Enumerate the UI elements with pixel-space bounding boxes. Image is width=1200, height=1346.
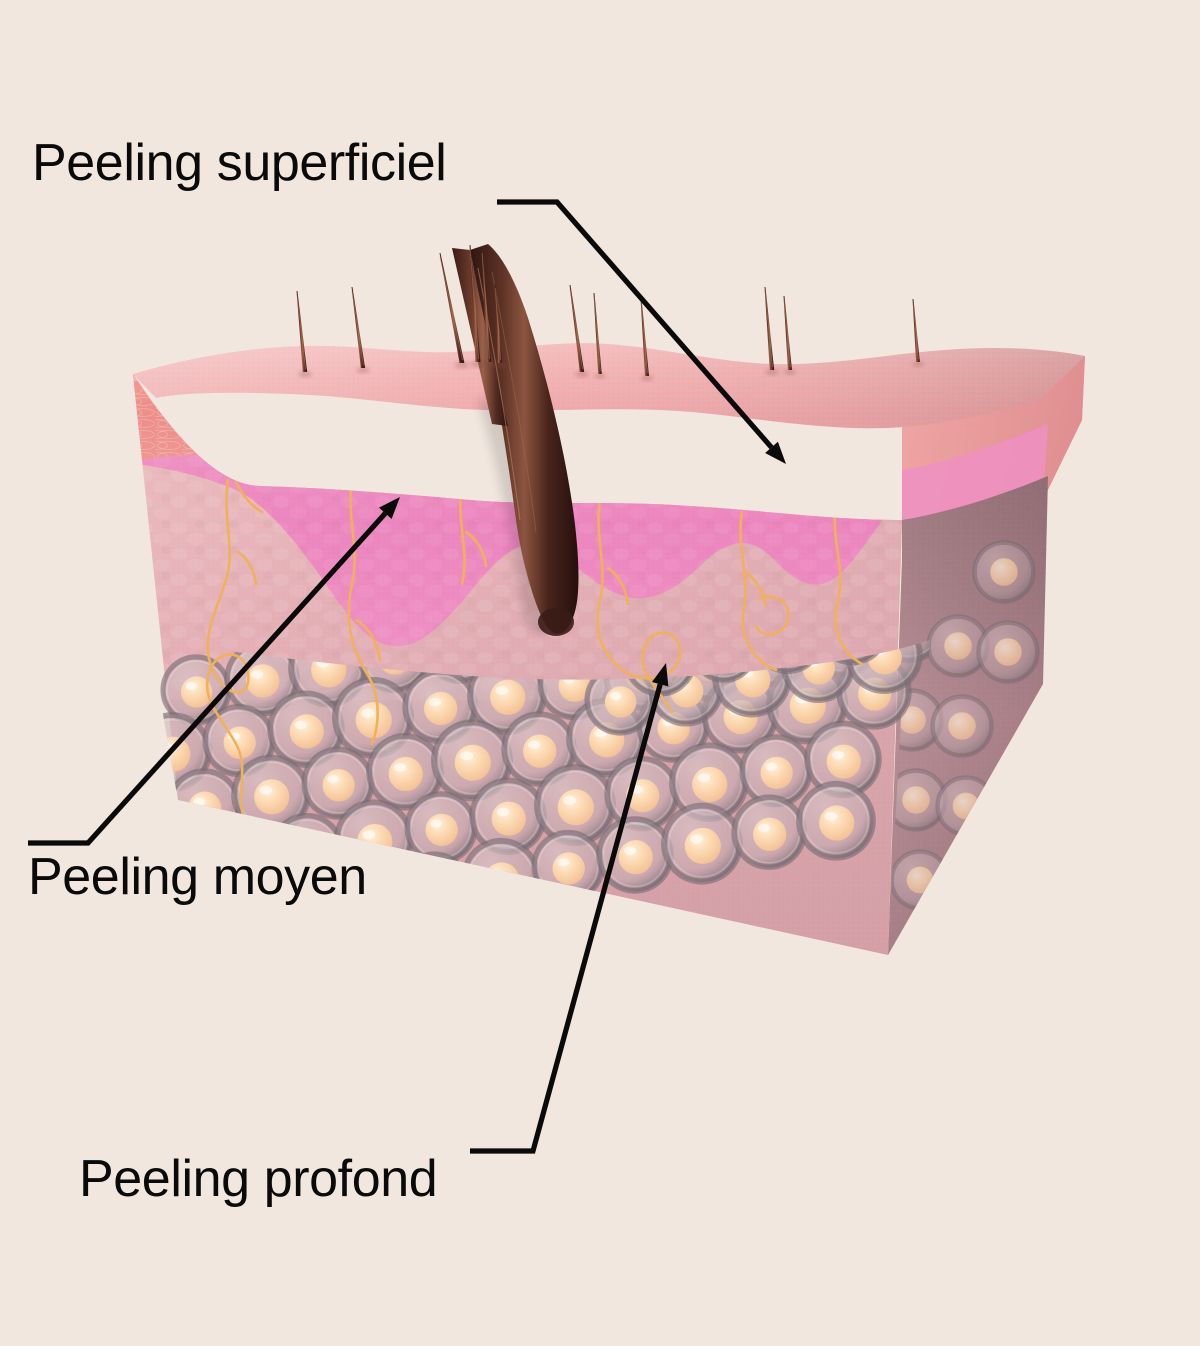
fat-cell (796, 780, 876, 861)
label-peeling-moyen: Peeling moyen (28, 848, 367, 906)
fat-cell (661, 802, 743, 885)
hair (912, 299, 924, 367)
hair (593, 293, 606, 379)
hair (783, 296, 796, 375)
hair (493, 284, 507, 369)
hair (481, 249, 496, 368)
leader-superficiel (497, 199, 786, 464)
label-peeling-superficiel: Peeling superficiel (32, 134, 447, 192)
hair (764, 287, 779, 376)
fat-cell (431, 719, 513, 802)
arrowhead-superficiel (765, 441, 786, 464)
leader-lines (28, 199, 786, 1154)
surface-hairs (296, 245, 924, 381)
fat-cell (804, 720, 882, 799)
hair (569, 285, 589, 378)
fat-cell (731, 794, 807, 870)
hair (439, 253, 470, 369)
fat-cell (596, 816, 674, 894)
label-peeling-profond: Peeling profond (79, 1150, 438, 1208)
fat-cell-side (930, 694, 994, 758)
hair (351, 287, 370, 374)
fat-cell-side (926, 614, 990, 678)
skin-surface-top-face (133, 343, 1085, 429)
leader-moyen (28, 497, 400, 846)
hair (640, 298, 653, 381)
leader-profond (470, 663, 669, 1154)
hair (469, 245, 486, 368)
arrowhead-profond (652, 663, 669, 687)
fat-cell-side (972, 540, 1036, 604)
fat-cell-side (976, 620, 1040, 684)
fat-cell (366, 733, 444, 811)
fat-cell (404, 791, 478, 865)
hair (296, 291, 312, 378)
arrowhead-moyen (379, 497, 400, 519)
fat-cell (739, 734, 813, 808)
